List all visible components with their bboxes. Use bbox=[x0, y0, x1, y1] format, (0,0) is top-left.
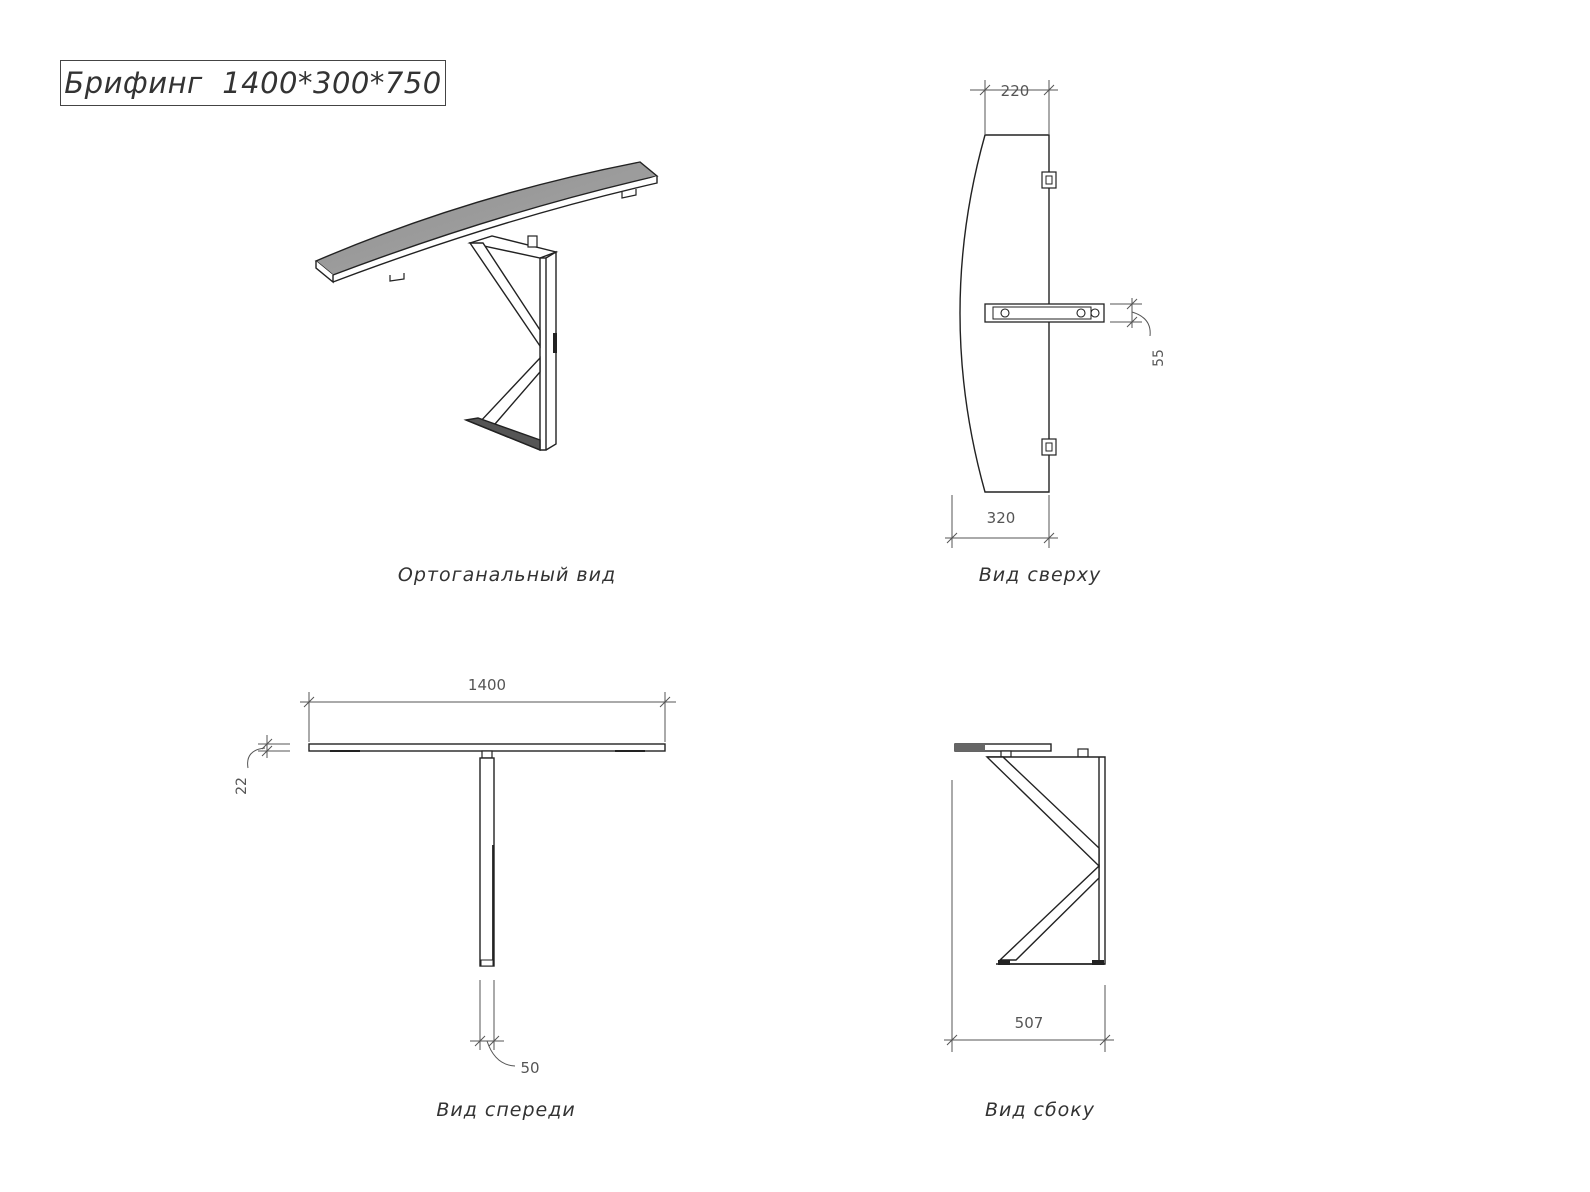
top-view bbox=[959, 134, 1105, 493]
drawing-title: Брифинг 1400*300*750 bbox=[64, 66, 442, 100]
iso-diagonal bbox=[468, 242, 541, 349]
dim-top-220: 220 bbox=[1001, 82, 1030, 100]
side-view bbox=[954, 743, 1106, 965]
side-lower-diagonal bbox=[998, 864, 1100, 961]
dim-front-1400: 1400 bbox=[468, 676, 506, 694]
iso-view bbox=[314, 161, 659, 452]
top-view-dimensions bbox=[945, 80, 1151, 548]
front-tabletop bbox=[308, 743, 666, 752]
side-frame bbox=[987, 756, 1106, 965]
front-post bbox=[479, 757, 495, 967]
dim-top-320: 320 bbox=[987, 509, 1016, 527]
side-view-dimensions bbox=[944, 780, 1114, 1052]
dim-top-55: 55 bbox=[1151, 349, 1167, 367]
front-view bbox=[308, 743, 666, 967]
caption-top-view: Вид сверху bbox=[978, 564, 1102, 586]
dim-front-50: 50 bbox=[520, 1059, 539, 1077]
caption-iso-view: Ортоганальный вид bbox=[397, 564, 617, 586]
front-view-dimensions bbox=[247, 692, 676, 1067]
iso-tabletop-edge bbox=[315, 176, 658, 284]
caption-side-view: Вид сбоку bbox=[984, 1099, 1096, 1121]
caption-front-view: Вид спереди bbox=[436, 1099, 576, 1121]
dim-side-507: 507 bbox=[1015, 1014, 1044, 1032]
dim-front-22: 22 bbox=[234, 777, 250, 795]
side-upper-diagonal bbox=[985, 756, 1100, 868]
title-block: Брифинг 1400*300*750 bbox=[60, 60, 446, 106]
